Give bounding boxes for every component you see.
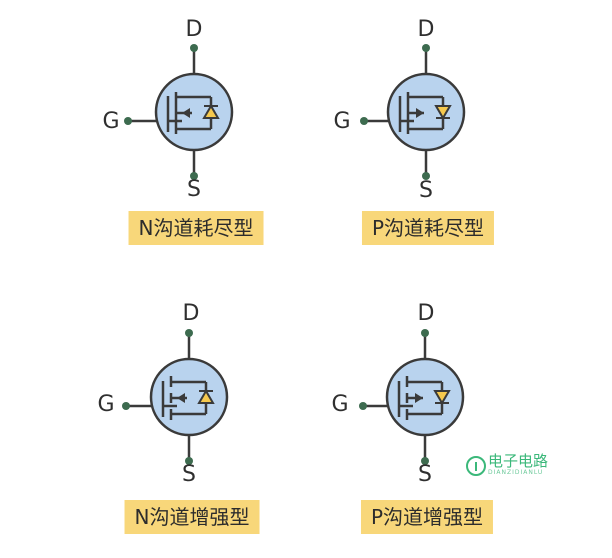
symbol-p-depletion	[360, 44, 466, 180]
drain-label: D	[185, 17, 203, 42]
body-diode	[197, 389, 215, 404]
caption-n-depletion: N沟道耗尽型	[128, 211, 264, 245]
watermark-subtitle: DIANZIDIANLU	[488, 469, 544, 476]
gate-label: G	[97, 392, 115, 417]
caption-n-enhancement: N沟道增强型	[124, 500, 260, 534]
symbol-n-depletion	[124, 44, 234, 180]
n-arrow	[177, 393, 185, 403]
drain-label: D	[182, 301, 200, 326]
symbol-p-enhancement	[359, 329, 465, 465]
watermark: 电子电路 DIANZIDIANLU	[466, 453, 548, 477]
p-arrow	[416, 108, 424, 118]
source-label: S	[187, 177, 201, 202]
gate-label: G	[331, 392, 349, 417]
watermark-bulb-icon	[466, 456, 486, 476]
source-label: S	[418, 462, 432, 487]
symbol-n-enhancement	[122, 329, 229, 465]
caption-p-enhancement: P沟道增强型	[360, 500, 494, 534]
gate-label: G	[102, 109, 120, 134]
n-arrow	[182, 108, 190, 118]
source-label: S	[419, 178, 433, 203]
watermark-title: 电子电路	[488, 452, 549, 470]
caption-p-depletion: P沟道耗尽型	[361, 211, 495, 245]
p-arrow	[415, 393, 423, 403]
body-diode	[202, 104, 220, 119]
source-label: S	[182, 462, 196, 487]
gate-label: G	[333, 109, 351, 134]
body-diode	[434, 105, 452, 120]
body-diode	[433, 390, 451, 405]
drain-label: D	[417, 301, 435, 326]
drain-label: D	[417, 17, 435, 42]
